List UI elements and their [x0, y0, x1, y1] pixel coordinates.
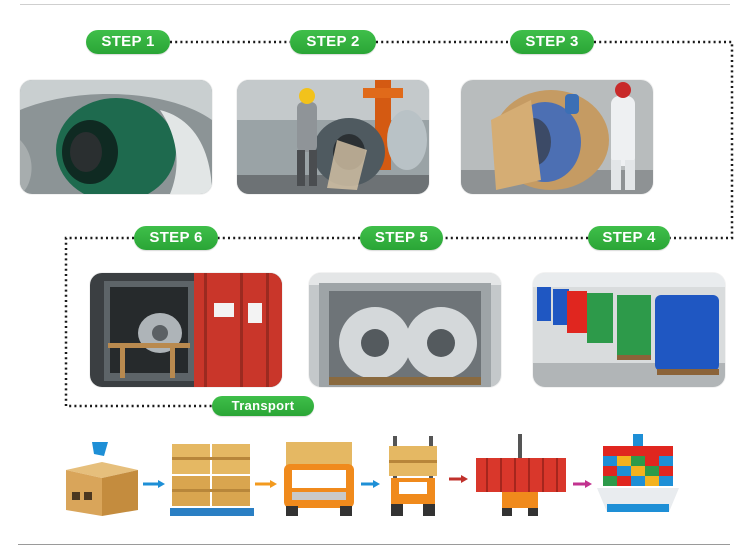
- step-6-label: STEP 6: [134, 226, 218, 250]
- step-3-label: STEP 3: [510, 30, 594, 54]
- step-5-label: STEP 5: [360, 226, 443, 250]
- step-4-label: STEP 4: [588, 226, 670, 250]
- container-icon: [476, 434, 566, 516]
- top-divider: [20, 4, 730, 5]
- transport-label: Transport: [212, 396, 314, 416]
- ship-icon: [597, 434, 679, 512]
- step-2-label: STEP 2: [290, 30, 376, 54]
- step-3-photo: [461, 80, 653, 194]
- step-5-photo: [309, 273, 501, 387]
- step-1-label: STEP 1: [86, 30, 170, 54]
- truck-icon: [284, 442, 354, 516]
- step-1-photo: [20, 80, 212, 194]
- box-icon: [66, 442, 138, 516]
- step-6-photo: [90, 273, 282, 387]
- step-4-photo: [533, 273, 725, 387]
- forklift-icon: [389, 436, 437, 516]
- bottom-divider: [18, 544, 730, 545]
- pallet-icon: [170, 444, 254, 516]
- step-2-photo: [237, 80, 429, 194]
